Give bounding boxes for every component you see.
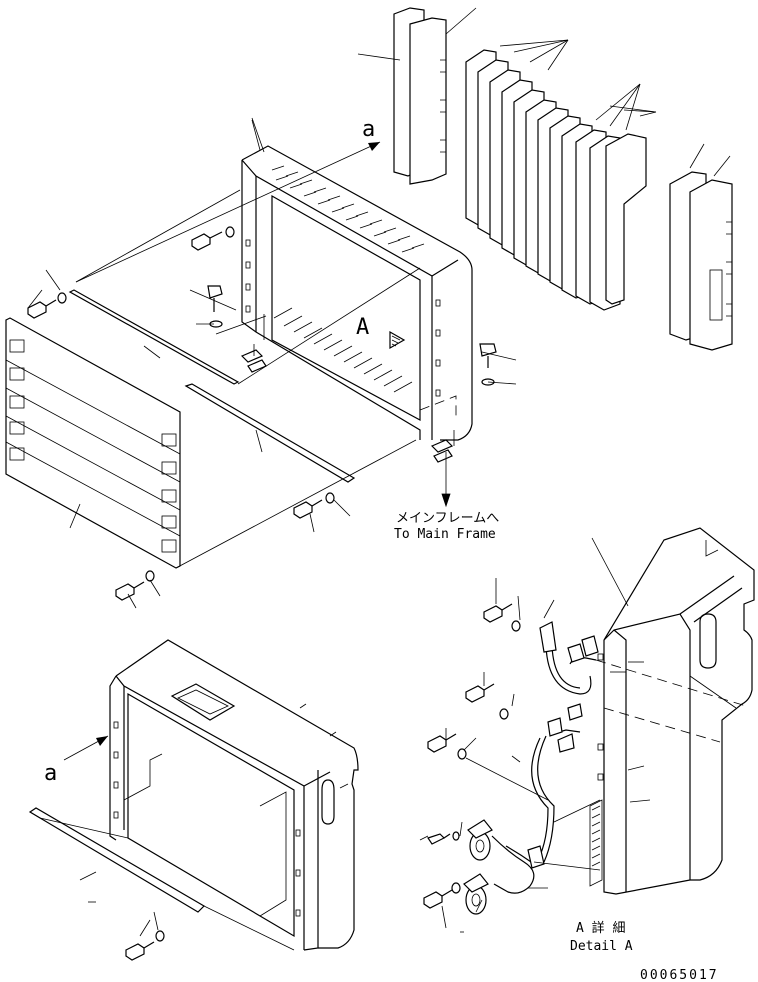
blank-face-plates [5,317,181,569]
detail-label-jp: A 詳 細 [576,920,625,936]
construction-lines-cabinet [39,817,295,951]
detail-label-en: Detail A [570,939,633,954]
card-guide-right [669,171,733,351]
wire-harness [491,621,599,894]
drawing-number: 00065017 [640,968,719,982]
cabinet-bolt [125,930,165,961]
construction-lines-top [27,119,517,609]
printed-circuit-cards [465,49,647,311]
view-label-a-top: a [362,117,375,142]
guide-rails [68,289,356,483]
card-guide-left [393,7,447,185]
leader-lines-top [251,7,731,177]
cabinet-rail [28,807,205,913]
detail-marker-a: A [356,315,369,340]
cabinet-frame [109,639,359,951]
construction-lines-detail [419,537,651,933]
view-arrow-a-bottom [63,735,109,761]
clips [240,349,454,463]
main-frame-label-jp: メインフレームへ [396,511,499,526]
view-label-a-bottom: a [44,761,57,786]
card-rack-frame [241,145,473,441]
horn-speakers [463,819,493,915]
detail-a-housing [589,527,755,895]
view-arrow-a-top [75,141,381,283]
bolts-washers-top [27,226,497,601]
bolts-washers-detail [423,603,521,909]
main-frame-label-en: To Main Frame [394,527,496,542]
